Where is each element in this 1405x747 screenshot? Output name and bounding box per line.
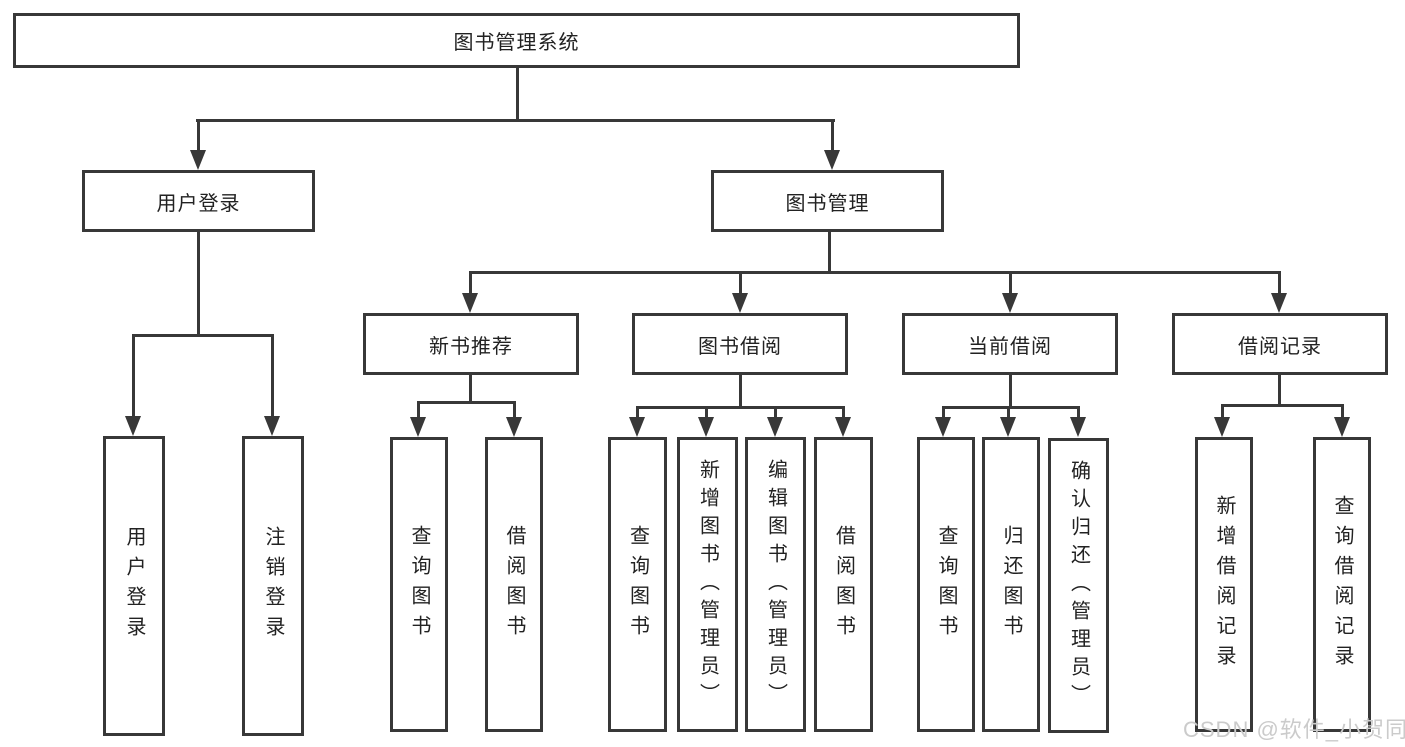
arrow-down-icon (698, 417, 714, 437)
node-label: 注销登录 (262, 526, 284, 646)
arrow-down-icon (1002, 293, 1018, 313)
node-leaf-query-books-recommend: 查询图书 (390, 437, 448, 732)
node-label: 编辑图书（管理员） (764, 458, 787, 711)
connector-line (469, 271, 472, 295)
arrow-down-icon (1214, 417, 1230, 437)
node-label: 新增图书（管理员） (696, 458, 719, 711)
connector-line (271, 334, 274, 418)
connector-line (513, 401, 516, 419)
node-leaf-confirm-return-admin: 确认归还（管理员） (1048, 438, 1109, 733)
connector-line (942, 406, 945, 419)
node-user-login: 用户登录 (82, 170, 315, 232)
connector-line (1278, 271, 1281, 295)
node-leaf-query-books-current: 查询图书 (917, 437, 975, 732)
connector-line (739, 375, 742, 409)
node-label: 用户登录 (123, 526, 145, 646)
node-label: 查询图书 (935, 524, 957, 645)
node-leaf-user-login: 用户登录 (103, 436, 165, 736)
node-label: 借阅记录 (1238, 335, 1322, 358)
connector-line (739, 271, 742, 295)
connector-line (831, 119, 834, 152)
arrow-down-icon (1000, 417, 1016, 437)
connector-line (1009, 375, 1012, 409)
node-label: 新书推荐 (429, 335, 513, 358)
node-new-book-recommend: 新书推荐 (363, 313, 579, 375)
arrow-down-icon (190, 150, 206, 170)
connector-line (516, 68, 519, 120)
arrow-down-icon (125, 416, 141, 436)
arrow-down-icon (264, 416, 280, 436)
arrow-down-icon (824, 150, 840, 170)
node-book-borrow: 图书借阅 (632, 313, 848, 375)
arrow-down-icon (629, 417, 645, 437)
node-leaf-query-borrow-record: 查询借阅记录 (1313, 437, 1371, 732)
arrow-down-icon (462, 293, 478, 313)
node-current-borrow: 当前借阅 (902, 313, 1118, 375)
arrow-down-icon (410, 417, 426, 437)
arrow-down-icon (732, 293, 748, 313)
node-leaf-edit-book-admin: 编辑图书（管理员） (745, 437, 806, 732)
connector-line (1278, 375, 1281, 407)
arrow-down-icon (1271, 293, 1287, 313)
node-leaf-return-books: 归还图书 (982, 437, 1040, 732)
connector-line (132, 334, 274, 337)
node-label: 借阅图书 (832, 524, 855, 645)
node-label: 新增借阅记录 (1213, 494, 1235, 675)
connector-line (1007, 406, 1010, 419)
node-label: 用户登录 (156, 192, 241, 215)
connector-line (1341, 404, 1344, 419)
node-label: 图书管理系统 (453, 32, 580, 54)
node-leaf-query-books-borrow: 查询图书 (608, 437, 667, 732)
connector-line (1009, 271, 1012, 295)
node-label: 图书管理 (785, 192, 870, 215)
arrow-down-icon (935, 417, 951, 437)
arrow-down-icon (506, 417, 522, 437)
connector-line (417, 401, 516, 404)
node-label: 查询借阅记录 (1331, 494, 1353, 675)
arrow-down-icon (767, 417, 783, 437)
connector-line (842, 406, 845, 419)
node-label: 确认归还（管理员） (1067, 459, 1090, 712)
node-leaf-add-borrow-record: 新增借阅记录 (1195, 437, 1253, 732)
node-label: 查询图书 (408, 524, 430, 645)
arrow-down-icon (1070, 417, 1086, 437)
connector-line (828, 232, 831, 274)
node-label: 图书借阅 (698, 335, 782, 358)
connector-line (469, 375, 472, 404)
node-label: 当前借阅 (968, 335, 1052, 358)
node-label: 借阅图书 (503, 524, 525, 645)
node-label: 归还图书 (1000, 524, 1022, 645)
node-label: 查询图书 (626, 524, 649, 645)
connector-line (1221, 404, 1344, 407)
node-leaf-borrow-books: 借阅图书 (814, 437, 873, 732)
connector-line (196, 119, 835, 122)
connector-line (417, 401, 420, 419)
arrow-down-icon (1334, 417, 1350, 437)
connector-line (942, 406, 1080, 409)
node-leaf-logout: 注销登录 (242, 436, 304, 736)
connector-line (636, 406, 639, 419)
connector-line (1221, 404, 1224, 419)
csdn-watermark: CSDN @软件_小贺同学 (1183, 717, 1405, 742)
node-book-management: 图书管理 (711, 170, 944, 232)
node-borrow-records: 借阅记录 (1172, 313, 1388, 375)
connector-line (132, 334, 135, 418)
node-library-system: 图书管理系统 (13, 13, 1020, 68)
arrow-down-icon (835, 417, 851, 437)
node-leaf-add-book-admin: 新增图书（管理员） (677, 437, 738, 732)
connector-line (197, 232, 200, 337)
connector-line (705, 406, 708, 419)
connector-line (636, 406, 845, 409)
connector-line (774, 406, 777, 419)
connector-line (197, 119, 200, 152)
connector-line (1077, 406, 1080, 419)
node-leaf-borrow-books-recommend: 借阅图书 (485, 437, 543, 732)
connector-line (469, 271, 1281, 274)
